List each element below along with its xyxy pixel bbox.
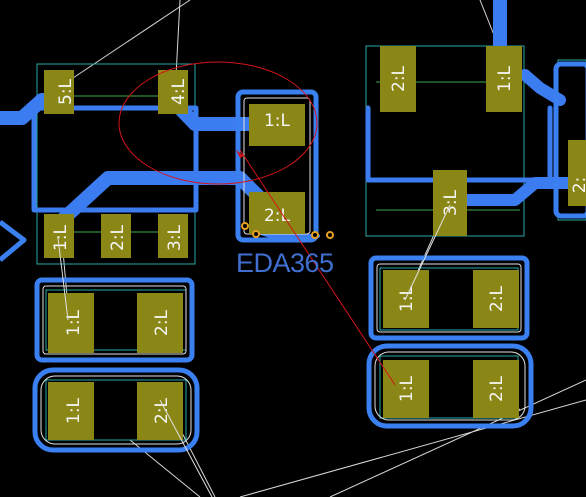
pad-labels: 5:L 4:L 1:L 2:L 3:L 1:L 2:L 1:L 2:L 1:L … [51, 65, 586, 424]
pad-label: 1:L [64, 309, 84, 336]
via[interactable] [241, 222, 249, 230]
watermark-logo: EDA365 [236, 248, 334, 278]
pad-r4-p2[interactable] [473, 360, 519, 418]
pad-label: 2:L [152, 397, 172, 424]
pad-label: 1:L [51, 224, 71, 251]
cursor-arrow-icon [236, 150, 244, 158]
pads[interactable] [44, 46, 586, 440]
ratsnest-over [57, 204, 451, 497]
connector-arrow-icon [0, 220, 27, 262]
pad-label: 4:L [169, 78, 189, 105]
pad-label: 2:L [264, 206, 291, 226]
pad-label: 1:L [264, 111, 291, 131]
pad-r2-p2[interactable] [137, 382, 183, 440]
pad-label: 3:L [441, 189, 461, 216]
courtyards [32, 61, 586, 453]
pad-label: 1:L [397, 375, 417, 402]
pad-u2-p2[interactable] [380, 46, 416, 112]
pad-u2-p1[interactable] [486, 46, 522, 112]
vias[interactable] [241, 222, 334, 239]
pad-u1-p3[interactable] [158, 214, 188, 258]
pad-label: 3:L [165, 224, 185, 251]
pad-label: 2:L [487, 285, 507, 312]
pad-label: 1:L [64, 397, 84, 424]
pad-label: 2: [570, 177, 586, 194]
pad-u1-p1[interactable] [44, 214, 74, 258]
via[interactable] [326, 231, 334, 239]
via[interactable] [252, 230, 260, 238]
pad-r3-p2[interactable] [473, 270, 519, 328]
pad-r1-p2[interactable] [137, 293, 183, 353]
pad-r2-p1[interactable] [48, 382, 94, 440]
pad-label: 2:L [487, 375, 507, 402]
pad-r1-p1[interactable] [48, 293, 94, 353]
pad-c1-p2[interactable] [249, 192, 305, 234]
pad-label: 2:L [389, 65, 409, 92]
pad-r4-p1[interactable] [383, 360, 429, 418]
pad-label: 2:L [152, 309, 172, 336]
pad-u1-p2[interactable] [101, 214, 131, 258]
pad-u1-p5[interactable] [44, 70, 74, 114]
via[interactable] [311, 231, 319, 239]
pad-edge-p2[interactable] [568, 140, 586, 206]
pad-label: 5:L [56, 78, 76, 105]
pad-label: 2:L [108, 224, 128, 251]
pad-u1-p4[interactable] [158, 70, 188, 114]
pad-u2-p3[interactable] [433, 170, 467, 236]
pad-label: 1:L [397, 285, 417, 312]
selection-highlight [118, 61, 396, 386]
pad-label: 1:L [495, 65, 515, 92]
pad-c1-p1[interactable] [249, 104, 305, 146]
